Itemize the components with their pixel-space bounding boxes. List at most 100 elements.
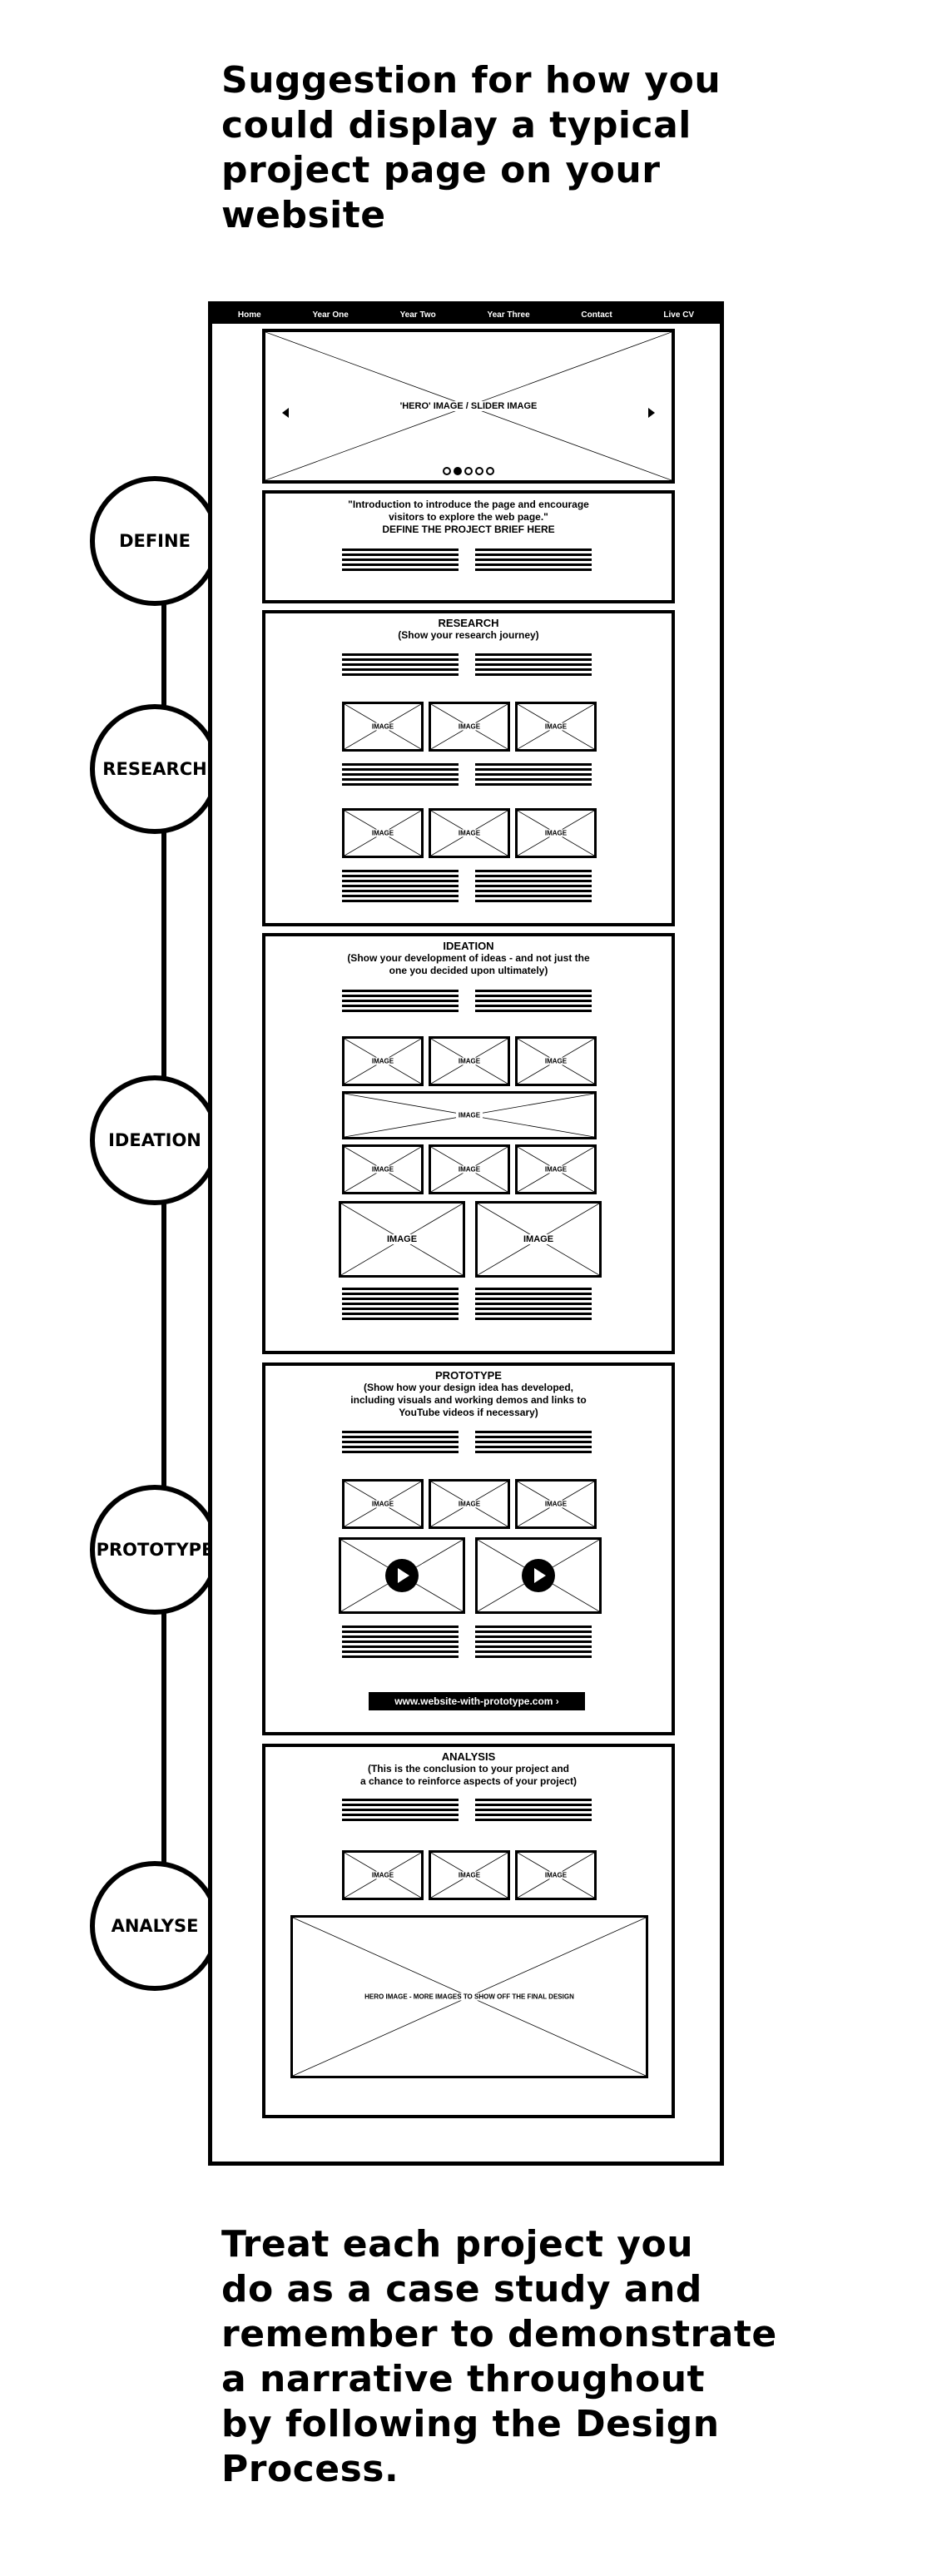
image-label: IMAGE	[455, 1871, 483, 1879]
text-lines	[342, 653, 459, 678]
slider-dot[interactable]	[475, 467, 483, 475]
image-label: IMAGE	[455, 1165, 483, 1174]
nav-home[interactable]: Home	[237, 310, 261, 320]
video-placeholder	[339, 1537, 465, 1614]
text-lines	[475, 1626, 592, 1660]
hero-label: 'HERO' IMAGE / SLIDER IMAGE	[397, 401, 540, 411]
image-label: IMAGE	[455, 1500, 483, 1508]
text-lines	[475, 1288, 592, 1323]
image-placeholder: IMAGE	[515, 1850, 597, 1900]
slider-dot-active[interactable]	[454, 467, 462, 475]
image-placeholder: IMAGE	[342, 1036, 424, 1086]
heading-top: Suggestion for how you could display a t…	[221, 59, 721, 236]
website-wireframe: Home Year One Year Two Year Three Contac…	[208, 301, 724, 2166]
research-title: RESEARCH	[438, 617, 499, 629]
image-placeholder: IMAGE	[429, 1036, 510, 1086]
nav-bar: Home Year One Year Two Year Three Contac…	[212, 305, 720, 324]
image-label: IMAGE	[455, 1057, 483, 1065]
image-placeholder: IMAGE	[515, 1144, 597, 1194]
slider-next-icon[interactable]	[648, 408, 655, 418]
slider-dot[interactable]	[486, 467, 494, 475]
slider-dots	[265, 467, 672, 475]
image-placeholder: IMAGE	[429, 1479, 510, 1529]
image-label: IMAGE	[369, 1057, 397, 1065]
define-section: "Introduction to introduce the page and …	[262, 490, 675, 603]
text-lines	[475, 763, 592, 788]
text-lines	[342, 870, 459, 905]
image-label: IMAGE	[542, 1165, 570, 1174]
image-placeholder-wide: IMAGE	[342, 1091, 597, 1139]
image-label: IMAGE	[542, 722, 570, 731]
ideation-subtitle: (Show your development of ideas - and no…	[347, 952, 590, 976]
image-placeholder: IMAGE	[429, 1144, 510, 1194]
text-lines	[342, 548, 459, 573]
hero-image: 'HERO' IMAGE / SLIDER IMAGE	[265, 332, 672, 480]
nav-year-two[interactable]: Year Two	[399, 310, 436, 320]
image-placeholder: IMAGE	[429, 1850, 510, 1900]
final-hero-image: HERO IMAGE - MORE IMAGES TO SHOW OFF THE…	[290, 1915, 648, 2078]
play-icon[interactable]	[522, 1559, 555, 1592]
image-placeholder: IMAGE	[342, 1479, 424, 1529]
image-placeholder: IMAGE	[515, 1479, 597, 1529]
image-label: IMAGE	[384, 1234, 420, 1244]
nav-year-three[interactable]: Year Three	[487, 310, 530, 320]
text-lines	[475, 870, 592, 905]
slider-dot[interactable]	[464, 467, 473, 475]
image-label: IMAGE	[369, 1500, 397, 1508]
image-label: IMAGE	[369, 722, 397, 731]
image-placeholder: IMAGE	[429, 808, 510, 858]
text-lines	[475, 1431, 592, 1456]
text-lines	[342, 1288, 459, 1323]
image-placeholder-large: IMAGE	[339, 1201, 465, 1278]
text-lines	[475, 1799, 592, 1824]
prototype-subtitle: (Show how your design idea has developed…	[350, 1382, 587, 1418]
image-placeholder: IMAGE	[342, 1850, 424, 1900]
image-label: IMAGE	[455, 722, 483, 731]
analysis-title: ANALYSIS	[441, 1750, 496, 1763]
image-placeholder: IMAGE	[342, 808, 424, 858]
text-lines	[342, 1799, 459, 1824]
image-label: IMAGE	[542, 1057, 570, 1065]
image-placeholder-large: IMAGE	[475, 1201, 602, 1278]
nav-live-cv[interactable]: Live CV	[663, 310, 695, 320]
slider-prev-icon[interactable]	[282, 408, 289, 418]
text-lines	[342, 1431, 459, 1456]
text-lines	[342, 763, 459, 788]
stage-define: DEFINE	[90, 476, 220, 606]
stage-prototype: PROTOTYPE	[90, 1485, 220, 1615]
image-placeholder: IMAGE	[515, 808, 597, 858]
text-lines	[342, 1626, 459, 1660]
text-lines	[475, 653, 592, 678]
hero-slider: 'HERO' IMAGE / SLIDER IMAGE	[262, 329, 675, 484]
timeline-line	[161, 524, 166, 1906]
research-section: RESEARCH (Show your research journey) IM…	[262, 610, 675, 926]
define-text: "Introduction to introduce the page and …	[348, 499, 589, 535]
ideation-title: IDEATION	[443, 940, 494, 952]
prototype-link-button[interactable]: www.website-with-prototype.com ›	[369, 1692, 585, 1710]
image-placeholder: IMAGE	[515, 1036, 597, 1086]
analysis-section: ANALYSIS (This is the conclusion to your…	[262, 1744, 675, 2118]
nav-contact[interactable]: Contact	[581, 310, 612, 320]
final-hero-label: HERO IMAGE - MORE IMAGES TO SHOW OFF THE…	[362, 1993, 577, 2001]
image-label: IMAGE	[455, 829, 483, 837]
text-lines	[475, 548, 592, 573]
image-label: IMAGE	[542, 1871, 570, 1879]
slider-dot[interactable]	[443, 467, 451, 475]
stage-analyse: ANALYSE	[90, 1861, 220, 1991]
image-placeholder: IMAGE	[515, 702, 597, 752]
image-label: IMAGE	[369, 1871, 397, 1879]
prototype-section: PROTOTYPE (Show how your design idea has…	[262, 1362, 675, 1735]
image-label: IMAGE	[455, 1111, 483, 1119]
ideation-section: IDEATION (Show your development of ideas…	[262, 933, 675, 1354]
image-label: IMAGE	[542, 1500, 570, 1508]
image-placeholder: IMAGE	[342, 1144, 424, 1194]
research-subtitle: (Show your research journey)	[398, 629, 539, 641]
nav-year-one[interactable]: Year One	[312, 310, 349, 320]
video-placeholder	[475, 1537, 602, 1614]
text-lines	[342, 990, 459, 1015]
image-label: IMAGE	[369, 1165, 397, 1174]
stage-ideation: IDEATION	[90, 1075, 220, 1205]
analysis-subtitle: (This is the conclusion to your project …	[359, 1763, 578, 1787]
play-icon[interactable]	[385, 1559, 419, 1592]
image-placeholder: IMAGE	[342, 702, 424, 752]
